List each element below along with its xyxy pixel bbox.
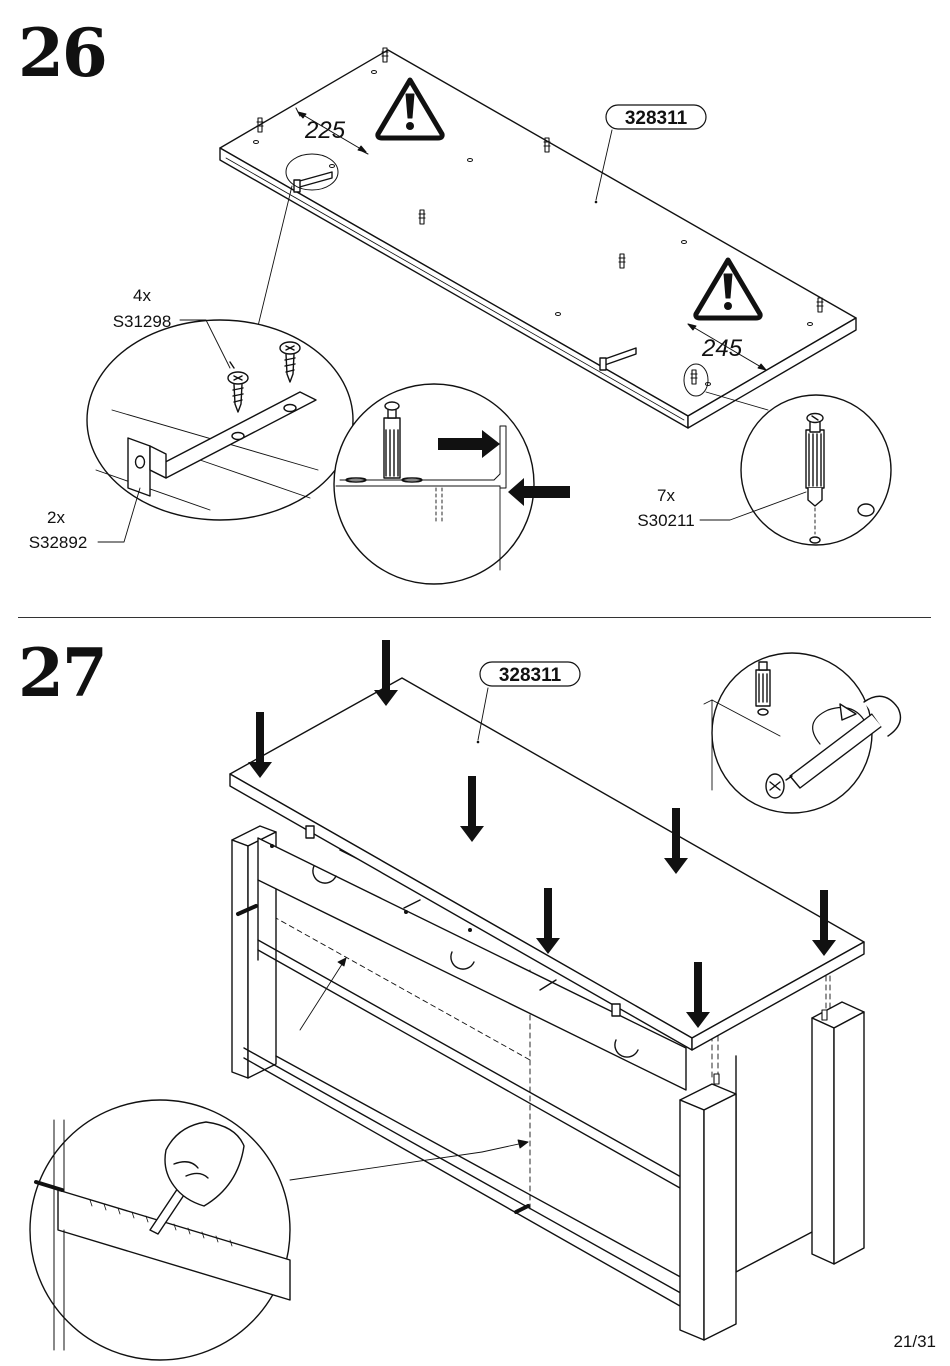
top-panel xyxy=(229,677,865,1051)
panel-board xyxy=(219,49,857,429)
board-holes xyxy=(253,70,813,386)
callout-qty: 7x xyxy=(657,486,675,505)
connector-dowels xyxy=(713,1009,828,1085)
warning-icon xyxy=(693,257,763,321)
step-divider xyxy=(18,617,931,618)
part-label-328311: 328311 xyxy=(594,104,707,204)
marker-arrows xyxy=(299,957,529,1153)
callout-qty: 4x xyxy=(133,286,151,305)
callout-code: S30211 xyxy=(637,511,694,530)
left-leg xyxy=(231,825,277,1079)
front-panel xyxy=(257,837,687,1091)
svg-text:328311: 328311 xyxy=(499,665,562,686)
step-26-number: 26 xyxy=(18,14,108,92)
detail-bracket-screws xyxy=(86,153,354,543)
svg-text:328311: 328311 xyxy=(625,108,688,129)
part-label-328311: 328311 xyxy=(476,661,581,744)
dimension-lines xyxy=(295,107,767,371)
detail-bracket-push xyxy=(333,383,570,585)
press-down-arrows xyxy=(248,640,836,1028)
edge-brackets xyxy=(293,171,637,371)
callout-code: S32892 xyxy=(29,533,88,552)
page-number: 21/31 xyxy=(893,1332,936,1351)
detail-screwdriver xyxy=(703,652,902,814)
frame-rails xyxy=(243,939,813,1307)
detail-cam-dowel xyxy=(683,363,892,546)
warning-icon xyxy=(375,77,445,141)
dimension-245: 245 xyxy=(701,335,743,362)
step-26-diagram: 225 245 328311 xyxy=(29,47,892,585)
callout-qty: 2x xyxy=(47,508,65,527)
dimension-225: 225 xyxy=(304,117,346,144)
cam-dowels-on-board xyxy=(256,47,824,385)
detail-pencil-marking xyxy=(29,1099,483,1361)
step-27-number: 27 xyxy=(18,634,108,712)
right-legs xyxy=(679,1001,865,1341)
callout-code: S31298 xyxy=(113,312,172,331)
